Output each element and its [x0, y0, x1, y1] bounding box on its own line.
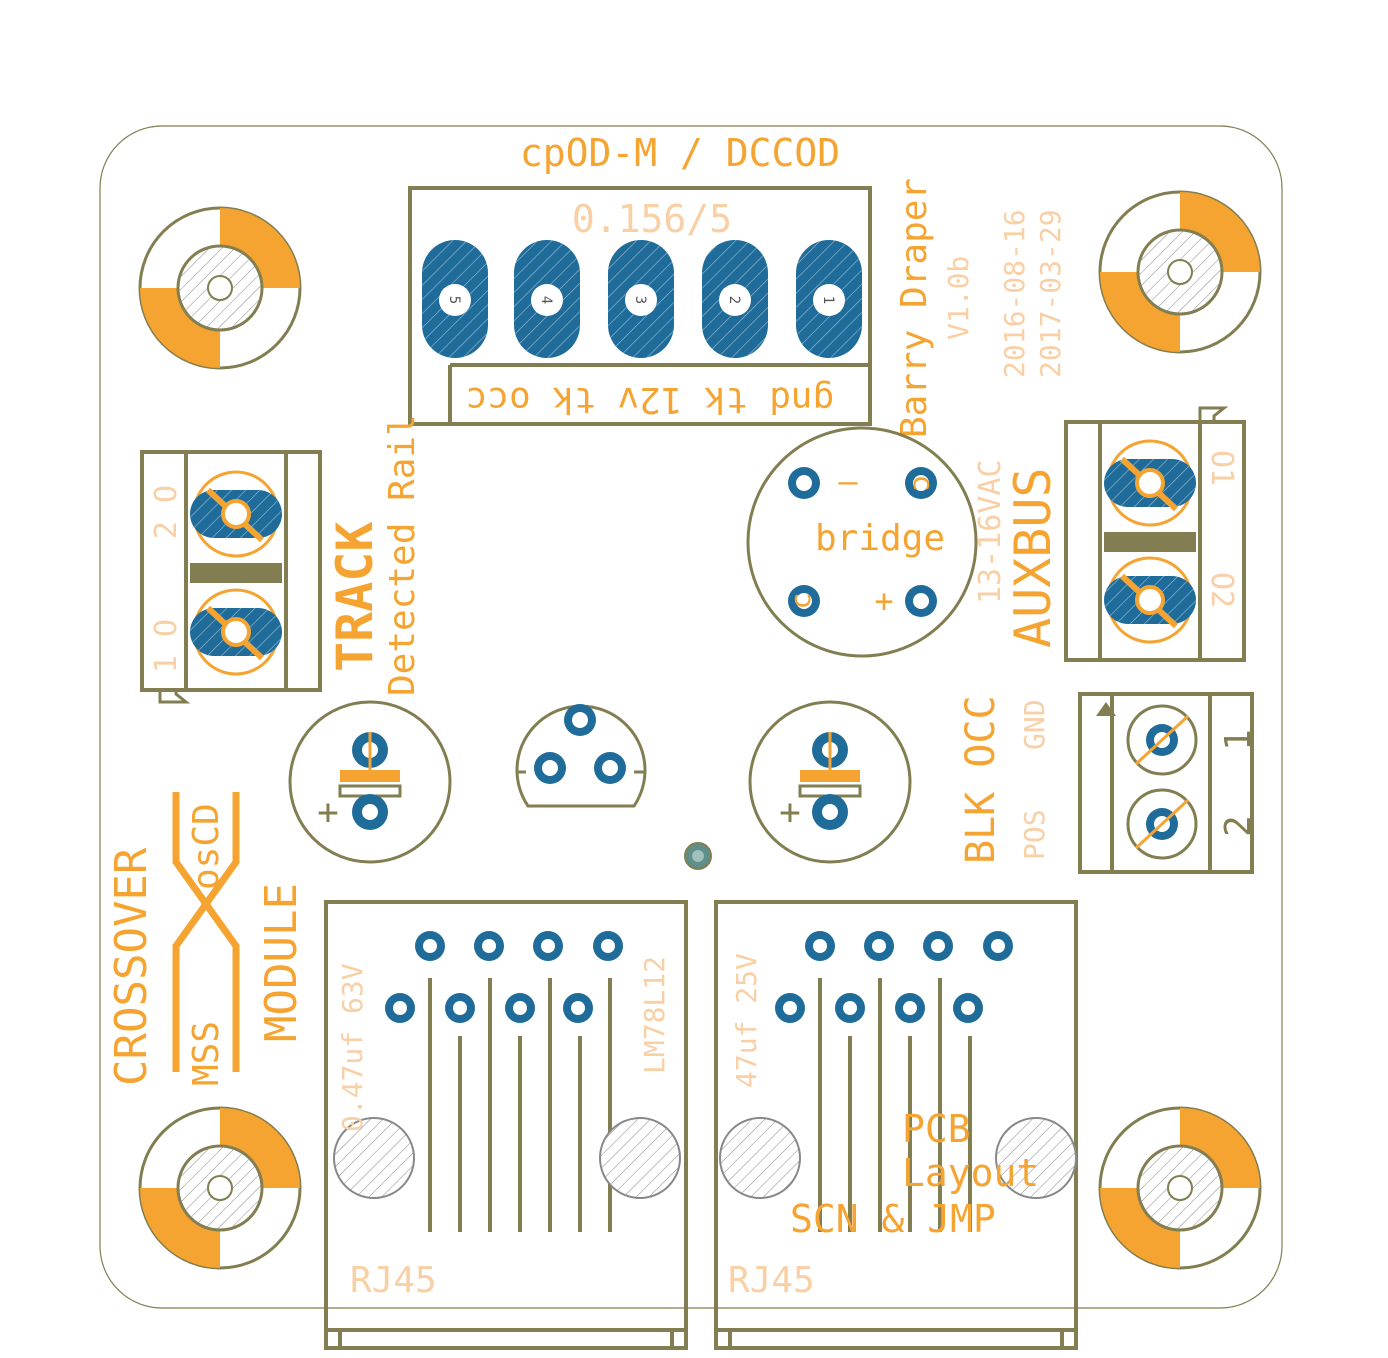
auxbus-title: AUXBUS [1004, 467, 1062, 648]
connector-title: cpOD-M / DCCOD [520, 131, 840, 175]
crossover-logo: CROSSOVER MSS osCD MODULE [106, 792, 307, 1086]
auxbus-pin-1-label: O1 [1204, 450, 1239, 486]
capacitor-right-plus: + [779, 792, 801, 833]
rj45-left: 0.47uf 63V LM78L12 RJ45 [324, 900, 688, 1350]
rj45-right-pins [775, 931, 1013, 1023]
blk-occ-terminal-2[interactable] [1126, 788, 1198, 860]
connector-pin-4[interactable]: 4 [514, 240, 580, 358]
layout-note-line-1: PCB [902, 1107, 971, 1151]
layout-note-line-3: SCN & JMP [790, 1197, 996, 1241]
pin-1-number: 1 [820, 296, 836, 304]
bridge-minus-sign: – [838, 462, 858, 500]
rj45-left-pins [385, 931, 623, 1023]
pin-5-number: 5 [446, 296, 462, 304]
track-subtitle: Detected Rail [382, 414, 423, 696]
mounting-hole-bottom-right [1098, 1106, 1262, 1270]
rj45-left-cap-value: 0.47uf 63V [336, 963, 369, 1132]
connector-spec: 0.156/5 [572, 197, 732, 241]
auxbus-terminal-2[interactable] [1104, 556, 1196, 644]
blk-occ-connector: 1 2 [1078, 692, 1259, 874]
capacitor-right: + [748, 700, 912, 864]
voltage-regulator [515, 704, 647, 808]
bridge-plus-sign: + [874, 582, 893, 620]
connector-pin-1[interactable]: 1 [796, 240, 862, 358]
rj45-left-label: RJ45 [350, 1260, 437, 1301]
rj45-right-cap-value: 47uf 25V [730, 953, 763, 1088]
date-2: 2017-03-29 [1034, 209, 1067, 378]
logo-oscd: osCD [186, 803, 227, 890]
mounting-hole-top-left [138, 206, 302, 370]
date-1: 2016-08-16 [998, 209, 1031, 378]
track-terminal-2[interactable] [190, 470, 282, 558]
track-connector: 2 O 1 O [140, 450, 322, 704]
author-name: Barry Draper [894, 178, 935, 438]
fiducial-mark [684, 842, 712, 870]
blk-occ-pos: POS [1018, 809, 1051, 860]
auxbus-connector: O1 O2 [1064, 406, 1246, 662]
blk-occ-pin-2-label: 2 [1218, 815, 1259, 837]
mounting-hole-top-right [1098, 190, 1262, 354]
blk-occ-gnd: GND [1018, 699, 1051, 750]
track-pin-2-label: 2 O [149, 485, 184, 539]
rj45-right: 47uf 25V RJ45 [714, 900, 1078, 1350]
bridge-ac-2: c [784, 593, 817, 610]
auxbus-terminal-1[interactable] [1104, 439, 1196, 527]
layout-note-line-2: Layout [902, 1151, 1039, 1195]
bridge-label: bridge [815, 518, 945, 559]
connector-pin-labels: gnd tk 12v tk occ [466, 379, 834, 420]
rj45-left-regulator: LM78L12 [638, 956, 671, 1074]
logo-module: MODULE [256, 883, 307, 1042]
connector-pin-3[interactable]: 3 [608, 240, 674, 358]
blk-occ-pin-1-label: 1 [1218, 729, 1259, 751]
version-label: V1.0b [942, 256, 975, 340]
pin-3-number: 3 [632, 296, 648, 304]
blk-occ-terminal-1[interactable] [1126, 704, 1198, 776]
top-connector: cpOD-M / DCCOD 0.156/5 5 4 3 2 [408, 131, 872, 426]
capacitor-left: + [288, 700, 452, 864]
auxbus-pin-2-label: O2 [1204, 572, 1239, 608]
bridge-rectifier: – + c c bridge [746, 426, 978, 658]
pin-4-number: 4 [538, 296, 554, 304]
connector-pin-2[interactable]: 2 [702, 240, 768, 358]
auxbus-voltage: 13-16VAC [973, 460, 1008, 605]
logo-mss: MSS [186, 1021, 227, 1086]
pin-2-number: 2 [726, 296, 742, 304]
connector-pin-5[interactable]: 5 [422, 240, 488, 358]
capacitor-left-plus: + [317, 792, 339, 833]
track-pin-1-label: 1 O [149, 619, 184, 673]
board-outline [99, 125, 1283, 1309]
rj45-right-label: RJ45 [728, 1260, 815, 1301]
bridge-ac-1: c [907, 475, 940, 492]
blk-occ-title: BLK OCC [958, 695, 1004, 864]
track-title: TRACK [326, 521, 384, 672]
logo-crossover: CROSSOVER [106, 847, 157, 1086]
mounting-hole-bottom-left [138, 1106, 302, 1270]
track-terminal-1[interactable] [190, 588, 282, 676]
